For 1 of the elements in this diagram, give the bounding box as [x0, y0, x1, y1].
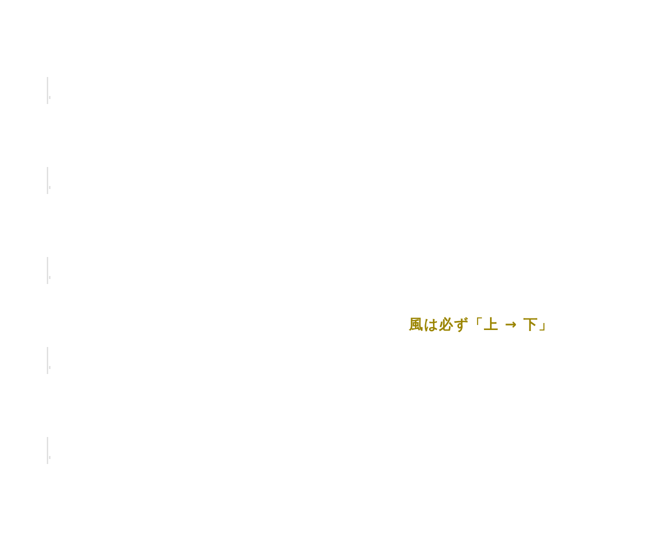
caption-text: 風は必ず「上 → 下」 — [409, 316, 554, 334]
